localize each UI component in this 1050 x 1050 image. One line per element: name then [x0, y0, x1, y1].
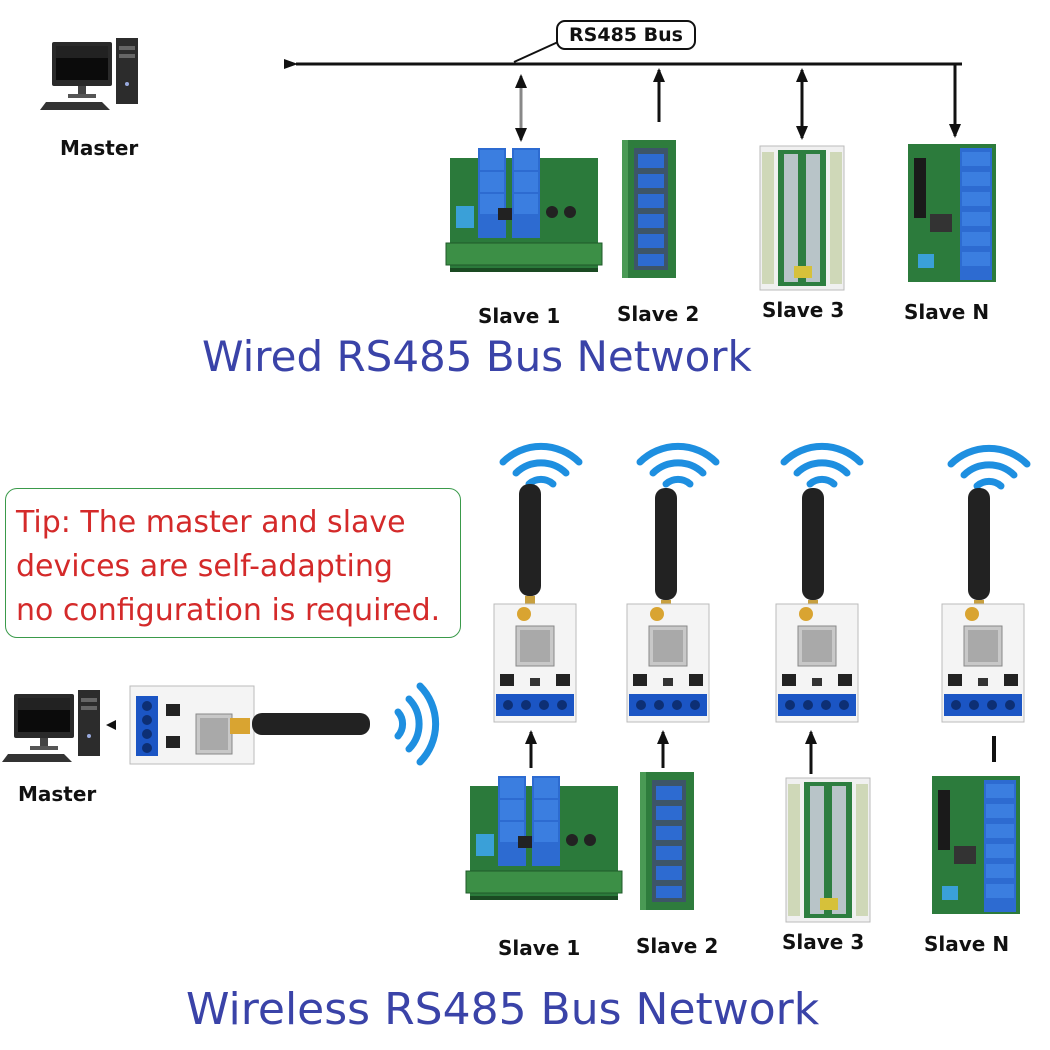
wireless-master-computer — [2, 690, 100, 762]
master-link-arrow — [106, 720, 116, 730]
wired-slave-2-board — [622, 140, 676, 278]
wireless-master-label: Master — [18, 782, 97, 806]
wireless-network-title: Wireless RS485 Bus Network — [186, 984, 820, 1035]
wireless-slave-1-module — [493, 446, 579, 723]
tip-box: Tip: The master and slave devices are se… — [5, 488, 461, 638]
wired-master-label: Master — [60, 136, 139, 160]
wireless-slave-3-label: Slave 3 — [782, 930, 865, 954]
wired-network-title: Wired RS485 Bus Network — [202, 332, 752, 381]
wireless-slave-2-board — [640, 772, 694, 910]
wireless-slave-1-label: Slave 1 — [498, 936, 581, 960]
wired-slave-n-label: Slave N — [904, 300, 990, 324]
wireless-slave-1-board — [465, 775, 623, 901]
bus-callout-pointer — [513, 41, 559, 63]
wireless-slave-2-label: Slave 2 — [636, 934, 719, 958]
wired-slave-3-label: Slave 3 — [762, 298, 845, 322]
rs485-bus-callout: RS485 Bus — [556, 20, 696, 50]
wireless-slave-n-label: Slave N — [924, 932, 1010, 956]
wired-slave-1-label: Slave 1 — [478, 304, 561, 328]
wired-slave-2-label: Slave 2 — [617, 302, 700, 326]
tip-line-3: no configuration is required. — [16, 593, 441, 628]
wired-master-computer — [40, 38, 138, 110]
wireless-slave-2-module — [626, 446, 716, 723]
tip-line-1: Tip: The master and slave — [16, 505, 406, 540]
master-rf-module — [129, 685, 255, 765]
wired-slave-3-board — [759, 145, 845, 291]
wireless-slave-n-board — [932, 776, 1020, 914]
master-antenna — [252, 713, 370, 735]
wireless-slave-3-board — [785, 777, 871, 923]
wired-slave-1-board — [445, 147, 603, 273]
wired-slave-n-board — [908, 144, 996, 282]
wireless-slave-n-module — [941, 448, 1027, 723]
tip-line-2: devices are self-adapting — [16, 549, 393, 584]
wireless-slave-3-module — [775, 446, 860, 723]
master-wifi-icon — [398, 686, 436, 762]
